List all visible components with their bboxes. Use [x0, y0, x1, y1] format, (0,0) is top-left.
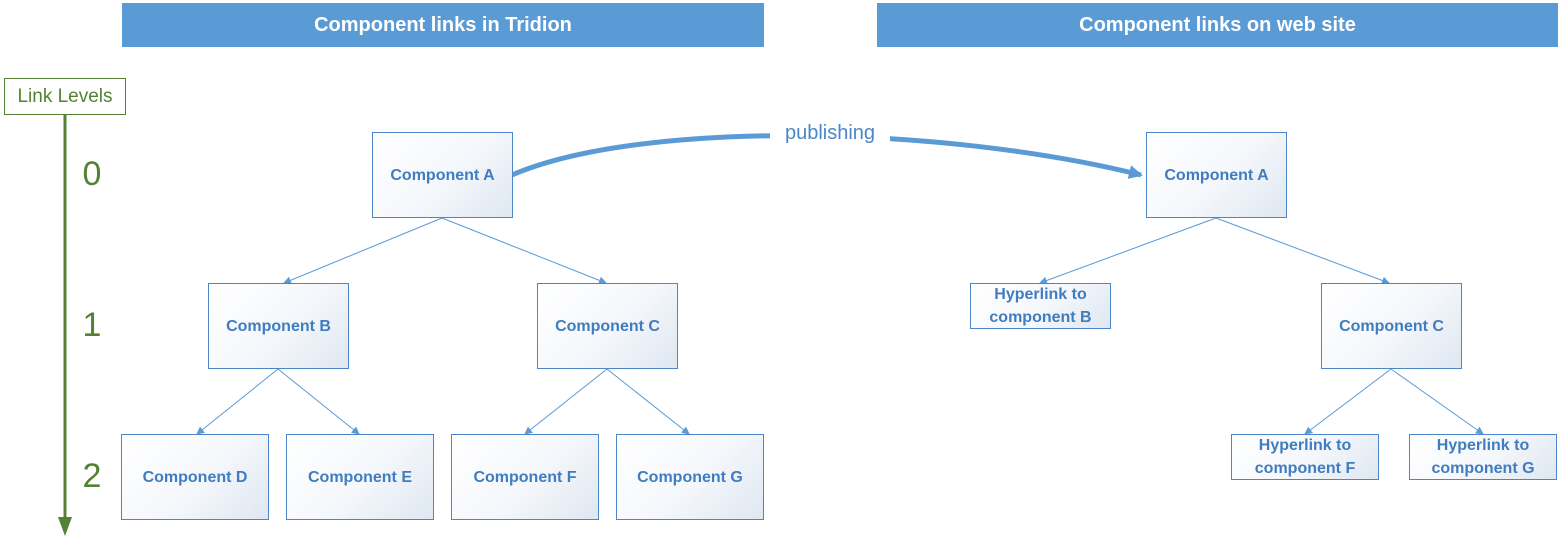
tridion-component-a: Component A: [372, 132, 513, 218]
tridion-component-f: Component F: [451, 434, 599, 520]
website-hyperlink-f[interactable]: Hyperlink to component F: [1231, 434, 1379, 480]
connector-web-a-c: [1215, 217, 1390, 285]
connector-a-b: [283, 217, 443, 285]
tridion-component-e: Component E: [286, 434, 434, 520]
connector-b-d: [196, 368, 279, 435]
connector-c-f: [524, 368, 608, 435]
connector-web-c-f: [1304, 368, 1392, 435]
website-hyperlink-g[interactable]: Hyperlink to component G: [1409, 434, 1557, 480]
connector-a-c: [441, 217, 607, 285]
connector-web-a-b: [1039, 217, 1217, 285]
level-2-label: 2: [82, 457, 102, 495]
website-hyperlink-b[interactable]: Hyperlink to component B: [970, 283, 1111, 329]
tridion-component-d: Component D: [121, 434, 269, 520]
link-levels-label: Link Levels: [4, 78, 126, 115]
header-tridion: Component links in Tridion: [122, 3, 764, 47]
tridion-component-b: Component B: [208, 283, 349, 369]
connector-b-e: [277, 368, 360, 435]
website-component-a: Component A: [1146, 132, 1287, 218]
tridion-component-g: Component G: [616, 434, 764, 520]
level-0-label: 0: [82, 155, 102, 193]
publishing-label: publishing: [770, 120, 890, 146]
connector-web-c-g: [1390, 368, 1484, 435]
website-component-c: Component C: [1321, 283, 1462, 369]
header-website: Component links on web site: [877, 3, 1558, 47]
level-1-label: 1: [82, 306, 102, 344]
tridion-component-c: Component C: [537, 283, 678, 369]
level-axis-arrowhead: [58, 517, 72, 536]
connector-c-g: [606, 368, 690, 435]
